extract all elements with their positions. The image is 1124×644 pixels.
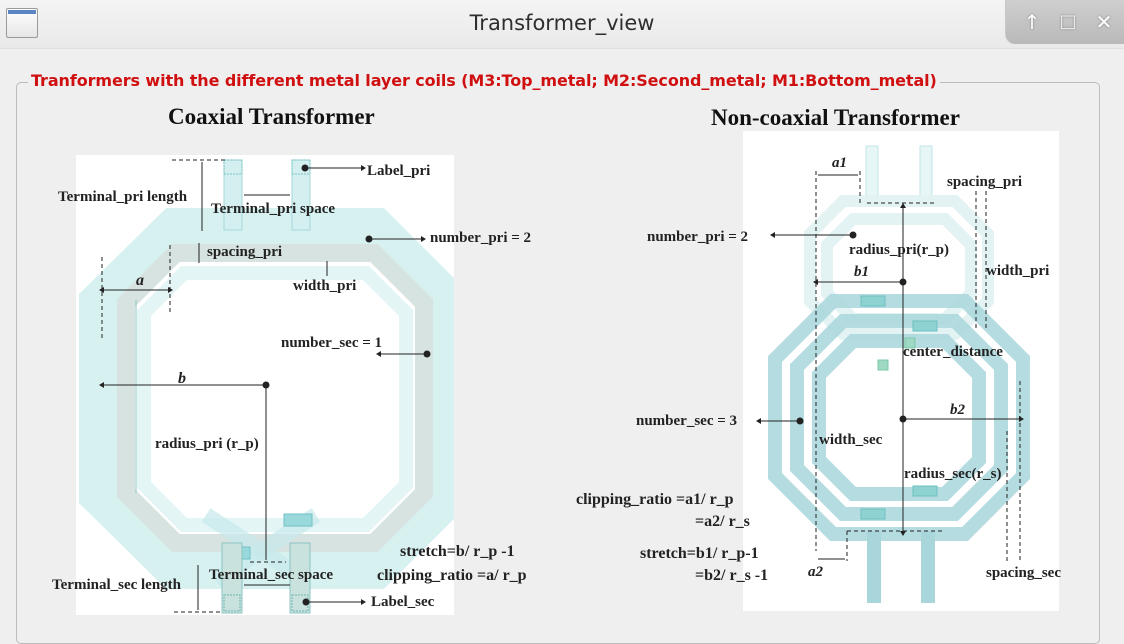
label-terminal-sec-space: Terminal_sec space: [209, 567, 334, 583]
label-nc-radius-pri: radius_pri(r_p): [849, 242, 950, 258]
label-number-sec: number_sec = 1: [281, 335, 383, 351]
label-b2: b2: [950, 402, 965, 418]
maximize-icon[interactable]: □: [1059, 11, 1077, 32]
label-label-pri: Label_pri: [367, 163, 431, 179]
label-nc-clipping-ratio-2: =a2/ r_s: [695, 513, 750, 530]
app-window-icon[interactable]: [6, 8, 38, 38]
label-nc-spacing-pri: spacing_pri: [947, 174, 1023, 190]
title-bar: Transformer_view ↑ □ ✕: [0, 0, 1124, 49]
window-controls: ↑ □ ✕: [1005, 0, 1124, 44]
noncoaxial-diagram-image: [743, 131, 1059, 611]
label-nc-width-pri: width_pri: [986, 263, 1050, 279]
label-spacing-pri: spacing_pri: [207, 244, 283, 260]
close-icon[interactable]: ✕: [1095, 10, 1113, 34]
dim-b-text: b: [178, 370, 186, 387]
label-width-pri: width_pri: [293, 278, 357, 294]
label-nc-clipping-ratio-1: clipping_ratio =a1/ r_p: [576, 491, 734, 508]
coaxial-coil-drawing: a b: [79, 159, 470, 614]
label-a2: a2: [808, 564, 823, 580]
label-clipping-ratio-formula: clipping_ratio =a/ r_p: [377, 567, 527, 584]
coaxial-diagram-image: a b: [76, 155, 470, 615]
label-nc-number-pri: number_pri = 2: [647, 229, 749, 245]
group-box-title: Tranformers with the different metal lay…: [28, 71, 940, 90]
label-center-distance: center_distance: [903, 344, 1003, 360]
label-terminal-sec-length: Terminal_sec length: [52, 577, 182, 593]
window-title: Transformer_view: [469, 11, 655, 35]
label-radius-pri: radius_pri (r_p): [155, 436, 259, 452]
label-terminal-pri-length: Terminal_pri length: [58, 189, 188, 205]
shade-up-arrow-icon[interactable]: ↑: [1023, 10, 1041, 34]
label-a1: a1: [832, 155, 847, 171]
label-width-sec: width_sec: [819, 432, 883, 448]
label-label-sec: Label_sec: [371, 594, 435, 610]
label-terminal-pri-space: Terminal_pri space: [211, 201, 336, 217]
noncoaxial-coil-drawing: [756, 145, 1030, 603]
dim-a-text: a: [136, 272, 144, 289]
label-number-pri: number_pri = 2: [430, 230, 532, 246]
label-b1: b1: [854, 264, 869, 280]
label-nc-stretch-1: stretch=b1/ r_p-1: [640, 545, 759, 562]
label-nc-stretch-2: =b2/ r_s -1: [695, 567, 769, 584]
label-radius-sec: radius_sec(r_s): [904, 466, 1002, 482]
noncoaxial-transformer-title: Non-coaxial Transformer: [711, 105, 960, 130]
label-spacing-sec: spacing_sec: [986, 565, 1061, 581]
label-nc-number-sec: number_sec = 3: [636, 413, 738, 429]
label-stretch-formula: stretch=b/ r_p -1: [400, 543, 515, 560]
coaxial-transformer-title: Coaxial Transformer: [168, 104, 375, 129]
